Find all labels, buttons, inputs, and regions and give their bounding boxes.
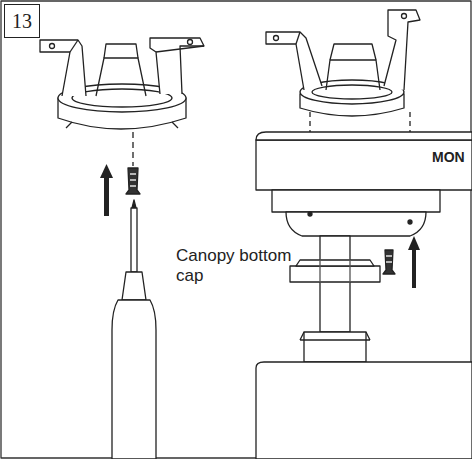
canopy-bottom-cap xyxy=(290,260,380,282)
arrow-up xyxy=(100,164,113,216)
step-number-box: 13 xyxy=(4,4,40,38)
arrow-up xyxy=(408,236,420,288)
guide-line xyxy=(132,132,133,166)
brand-text: MON xyxy=(432,150,472,164)
step-number: 13 xyxy=(12,11,32,31)
screw xyxy=(383,250,395,274)
screw xyxy=(126,168,140,194)
motor-housing xyxy=(256,332,472,459)
screwdriver xyxy=(112,200,156,459)
mounting-bracket xyxy=(266,10,420,116)
mounting-bracket xyxy=(40,38,204,129)
part-label: Canopy bottom cap xyxy=(176,246,296,285)
canopy xyxy=(256,132,472,236)
downrod xyxy=(320,236,350,332)
